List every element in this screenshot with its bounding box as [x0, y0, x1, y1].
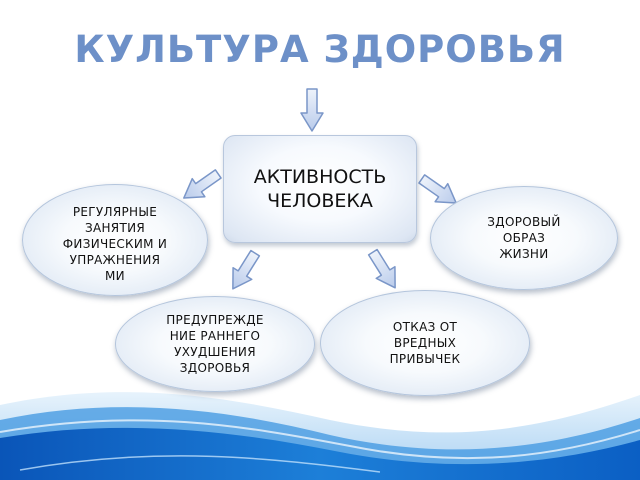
center-node: АКТИВНОСТЬ ЧЕЛОВЕКА	[223, 135, 417, 243]
node-healthy-lifestyle: ЗДОРОВЫЙ ОБРАЗ ЖИЗНИ	[430, 186, 618, 290]
arrow-down-icon	[300, 88, 324, 132]
node-prevention: ПРЕДУПРЕЖДЕ НИЕ РАННЕГО УХУДШЕНИЯ ЗДОРОВ…	[115, 296, 315, 392]
arrow-lower-left-icon	[232, 249, 261, 290]
arrow-down-right-icon	[418, 174, 457, 204]
node-physical-exercise: РЕГУЛЯРНЫЕ ЗАНЯТИЯ ФИЗИЧЕСКИМ И УПРАЖНЕН…	[22, 184, 208, 296]
arrow-lower-right-icon	[367, 248, 396, 289]
node-prevention-label: ПРЕДУПРЕЖДЕ НИЕ РАННЕГО УХУДШЕНИЯ ЗДОРОВ…	[166, 313, 264, 375]
node-quit-bad-habits: ОТКАЗ ОТ ВРЕДНЫХ ПРИВЫЧЕК	[320, 290, 530, 396]
center-node-label: АКТИВНОСТЬ ЧЕЛОВЕКА	[253, 166, 387, 212]
page-title: КУЛЬТУРА ЗДОРОВЬЯ	[74, 28, 566, 71]
node-quit-bad-habits-label: ОТКАЗ ОТ ВРЕДНЫХ ПРИВЫЧЕК	[389, 320, 461, 366]
node-healthy-lifestyle-label: ЗДОРОВЫЙ ОБРАЗ ЖИЗНИ	[487, 215, 561, 261]
wave-deep	[0, 427, 640, 480]
node-physical-exercise-label: РЕГУЛЯРНЫЕ ЗАНЯТИЯ ФИЗИЧЕСКИМ И УПРАЖНЕН…	[62, 205, 168, 283]
wave-highlight-2	[19, 455, 381, 473]
wave-highlight	[0, 419, 640, 460]
arrow-down-left-icon	[183, 169, 222, 199]
